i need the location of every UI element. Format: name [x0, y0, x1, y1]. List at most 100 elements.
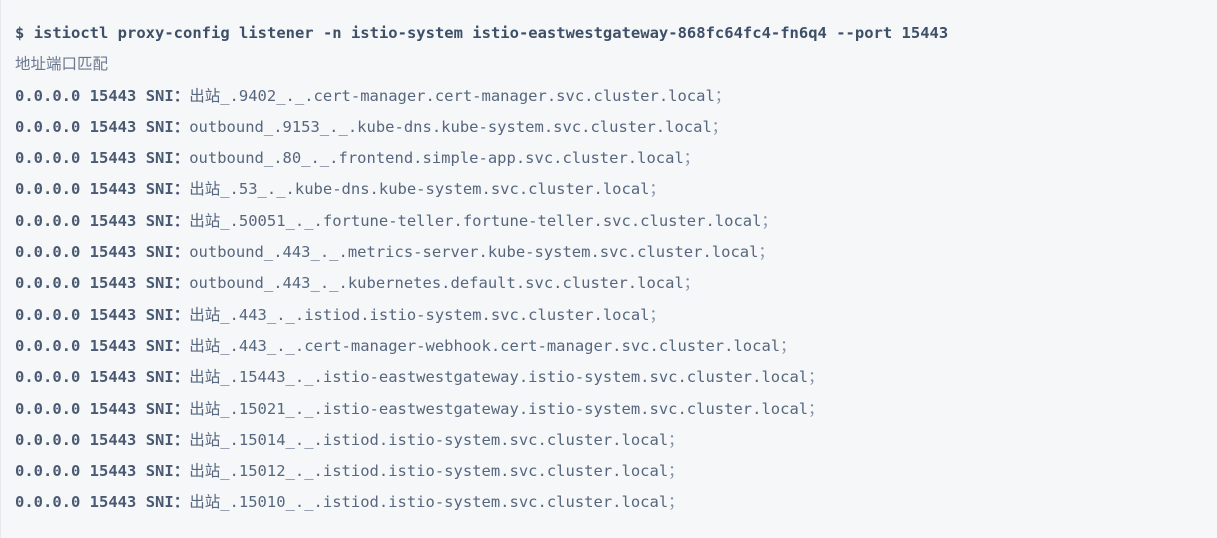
- row-match-value: _.443_._.istiod.istio-system.svc.cluster…: [220, 305, 650, 324]
- row-match-value: _.50051_._.fortune-teller.fortune-teller…: [220, 211, 762, 230]
- row-direction: 出站: [189, 493, 221, 512]
- row-address: 0.0.0.0: [15, 368, 81, 387]
- row-direction: 出站: [189, 462, 221, 481]
- row-port: 15443: [89, 274, 137, 293]
- row-sni-label: SNI: [145, 305, 174, 324]
- row-colon: ：: [173, 86, 190, 105]
- row-sni-label: SNI: [145, 211, 174, 230]
- row-colon: ：: [173, 211, 190, 230]
- row-port: 15443: [89, 180, 137, 199]
- row-address: 0.0.0.0: [15, 117, 81, 136]
- row-terminator: ；: [761, 211, 777, 230]
- row-direction: outbound: [189, 274, 264, 293]
- row-direction: 出站: [189, 211, 221, 230]
- row-sni-label: SNI: [145, 86, 174, 105]
- row-terminator: ；: [649, 180, 665, 199]
- row-terminator: ；: [808, 368, 824, 387]
- row-sni-label: SNI: [145, 493, 174, 512]
- row-terminator: ；: [780, 336, 796, 355]
- row-direction: 出站: [189, 430, 221, 449]
- row-terminator: ；: [649, 305, 665, 324]
- listener-row: 0.0.0.0 15443 SNI：出站_.15014_._.istiod.is…: [15, 425, 1217, 456]
- listener-rows: 0.0.0.0 15443 SNI：出站_.9402_._.cert-manag…: [15, 81, 1217, 519]
- row-colon: ：: [173, 149, 190, 168]
- row-sni-label: SNI: [145, 430, 174, 449]
- row-colon: ：: [173, 305, 190, 324]
- row-match-value: _.15012_._.istiod.istio-system.svc.clust…: [220, 462, 669, 481]
- listener-row: 0.0.0.0 15443 SNI：出站_.53_._.kube-dns.kub…: [15, 174, 1217, 205]
- row-terminator: ；: [758, 243, 774, 262]
- row-address: 0.0.0.0: [15, 430, 81, 449]
- row-address: 0.0.0.0: [15, 211, 81, 230]
- row-port: 15443: [89, 336, 137, 355]
- row-terminator: ；: [714, 86, 731, 105]
- row-direction: 出站: [189, 180, 221, 199]
- row-address: 0.0.0.0: [15, 462, 81, 481]
- row-colon: ：: [173, 399, 190, 418]
- row-address: 0.0.0.0: [15, 274, 81, 293]
- row-direction: outbound: [189, 243, 264, 262]
- row-colon: ：: [173, 462, 190, 481]
- row-match-value: _.443_._.metrics-server.kube-system.svc.…: [263, 243, 759, 262]
- row-match-value: _.9153_._.kube-dns.kube-system.svc.clust…: [263, 117, 712, 136]
- row-port: 15443: [89, 149, 137, 168]
- row-sni-label: SNI: [145, 243, 174, 262]
- row-port: 15443: [89, 305, 137, 324]
- row-direction: 出站: [189, 336, 221, 355]
- command-line: $ istioctl proxy-config listener -n isti…: [15, 18, 1217, 49]
- row-address: 0.0.0.0: [15, 305, 81, 324]
- row-terminator: ；: [808, 399, 824, 418]
- row-sni-label: SNI: [145, 180, 174, 199]
- row-port: 15443: [89, 462, 137, 481]
- row-port: 15443: [89, 493, 137, 512]
- row-sni-label: SNI: [145, 149, 174, 168]
- row-match-value: _.443_._.cert-manager-webhook.cert-manag…: [220, 336, 781, 355]
- row-address: 0.0.0.0: [15, 399, 81, 418]
- row-match-value: _.15443_._.istio-eastwestgateway.istio-s…: [220, 368, 809, 387]
- row-port: 15443: [89, 211, 137, 230]
- row-address: 0.0.0.0: [15, 243, 81, 262]
- row-match-value: _.15010_._.istiod.istio-system.svc.clust…: [220, 493, 669, 512]
- row-colon: ：: [173, 493, 190, 512]
- row-port: 15443: [89, 243, 137, 262]
- row-terminator: ；: [668, 462, 684, 481]
- row-match-value: _.80_._.frontend.simple-app.svc.cluster.…: [263, 149, 684, 168]
- row-port: 15443: [89, 117, 137, 136]
- row-direction: 出站: [189, 305, 221, 324]
- row-terminator: ；: [711, 117, 728, 136]
- row-colon: ：: [173, 243, 190, 262]
- row-address: 0.0.0.0: [15, 493, 81, 512]
- row-sni-label: SNI: [145, 117, 174, 136]
- command-text: istioctl proxy-config listener -n istio-…: [33, 24, 949, 42]
- row-colon: ：: [173, 430, 190, 449]
- row-sni-label: SNI: [145, 274, 174, 293]
- listener-row: 0.0.0.0 15443 SNI：出站_.15443_._.istio-eas…: [15, 362, 1217, 393]
- listener-row: 0.0.0.0 15443 SNI：出站_.443_._.cert-manage…: [15, 331, 1217, 362]
- row-colon: ：: [173, 368, 190, 387]
- listener-row: 0.0.0.0 15443 SNI：outbound_.443_._.kuber…: [15, 268, 1217, 299]
- row-port: 15443: [89, 399, 137, 418]
- row-sni-label: SNI: [145, 462, 174, 481]
- row-colon: ：: [173, 117, 190, 136]
- listener-row: 0.0.0.0 15443 SNI：出站_.15021_._.istio-eas…: [15, 394, 1217, 425]
- row-terminator: ；: [668, 430, 684, 449]
- row-colon: ：: [173, 180, 190, 199]
- listener-row: 0.0.0.0 15443 SNI：出站_.15010_._.istiod.is…: [15, 487, 1217, 518]
- row-colon: ：: [173, 336, 190, 355]
- row-terminator: ；: [683, 274, 700, 293]
- row-sni-label: SNI: [145, 399, 174, 418]
- row-address: 0.0.0.0: [15, 149, 81, 168]
- row-address: 0.0.0.0: [15, 336, 81, 355]
- listener-row: 0.0.0.0 15443 SNI：outbound_.443_._.metri…: [15, 237, 1217, 268]
- row-direction: 出站: [189, 399, 221, 418]
- row-match-value: _.15014_._.istiod.istio-system.svc.clust…: [220, 430, 669, 449]
- row-match-value: _.15021_._.istio-eastwestgateway.istio-s…: [220, 399, 809, 418]
- row-port: 15443: [89, 368, 137, 387]
- row-direction: 出站: [189, 86, 221, 105]
- listener-row: 0.0.0.0 15443 SNI：出站_.443_._.istiod.isti…: [15, 300, 1217, 331]
- row-direction: outbound: [189, 117, 264, 136]
- listener-row: 0.0.0.0 15443 SNI：出站_.15012_._.istiod.is…: [15, 456, 1217, 487]
- row-address: 0.0.0.0: [15, 86, 81, 105]
- row-direction: 出站: [189, 368, 221, 387]
